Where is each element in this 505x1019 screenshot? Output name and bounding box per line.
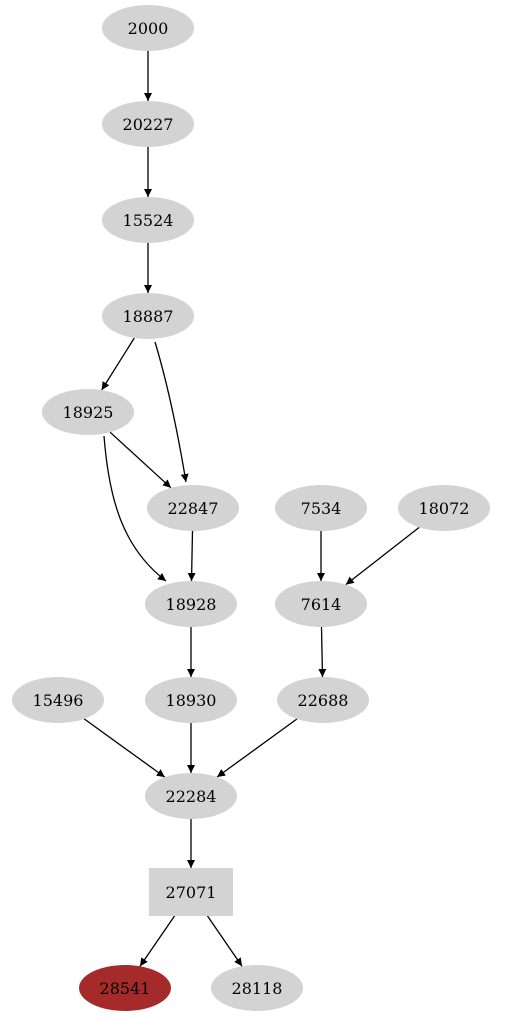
node-label-22284: 22284 <box>166 787 217 806</box>
node-shape-28541 <box>79 965 171 1011</box>
node-label-20227: 20227 <box>123 115 174 134</box>
node-shape-27071 <box>149 868 233 916</box>
edge-7614-to-22688 <box>318 626 327 678</box>
node-label-22688: 22688 <box>298 691 349 710</box>
node-7614: 7614 <box>275 581 367 627</box>
node-18925: 18925 <box>42 389 134 435</box>
node-shape-15524 <box>102 197 194 243</box>
node-27071: 27071 <box>149 868 233 916</box>
edge-22688-to-22284 <box>216 718 298 778</box>
node-shape-22847 <box>147 485 239 531</box>
node-shape-22284 <box>145 773 237 819</box>
node-label-18072: 18072 <box>419 499 470 518</box>
node-label-18928: 18928 <box>166 595 217 614</box>
edges-layer <box>83 51 420 967</box>
edge-15496-to-22284 <box>83 718 166 778</box>
node-label-7534: 7534 <box>301 499 342 518</box>
node-22688: 22688 <box>277 677 369 723</box>
node-label-15524: 15524 <box>123 211 174 230</box>
node-shape-18928 <box>145 581 237 627</box>
nodes-layer: 2000 20227 15524 18887 18925 22847 7534 18072 18… <box>12 5 490 1011</box>
node-20227: 20227 <box>102 101 194 147</box>
node-label-18887: 18887 <box>123 307 174 326</box>
node-18072: 18072 <box>398 485 490 531</box>
node-28541: 28541 <box>79 965 171 1011</box>
node-2000: 2000 <box>102 5 194 51</box>
node-shape-28118 <box>211 965 303 1011</box>
node-shape-7534 <box>275 485 367 531</box>
node-label-15496: 15496 <box>33 691 84 710</box>
node-label-27071: 27071 <box>166 883 217 902</box>
edge-18925-to-22847 <box>109 431 172 489</box>
node-shape-18930 <box>145 677 237 723</box>
node-15496: 15496 <box>12 677 104 723</box>
node-shape-20227 <box>102 101 194 147</box>
node-18887: 18887 <box>102 293 194 339</box>
node-shape-22688 <box>277 677 369 723</box>
node-label-2000: 2000 <box>128 19 169 38</box>
node-22847: 22847 <box>147 485 239 531</box>
node-label-22847: 22847 <box>168 499 219 518</box>
node-18928: 18928 <box>145 581 237 627</box>
node-shape-15496 <box>12 677 104 723</box>
node-label-18925: 18925 <box>63 403 114 422</box>
node-28118: 28118 <box>211 965 303 1011</box>
edge-27071-to-28541 <box>139 915 176 967</box>
node-15524: 15524 <box>102 197 194 243</box>
node-22284: 22284 <box>145 773 237 819</box>
node-18930: 18930 <box>145 677 237 723</box>
edge-18072-to-7614 <box>345 526 420 586</box>
edge-18887-to-22847 <box>154 341 189 483</box>
node-label-28541: 28541 <box>100 979 151 998</box>
edge-18925-to-18928 <box>103 435 167 582</box>
node-shape-2000 <box>102 5 194 51</box>
node-shape-18925 <box>42 389 134 435</box>
node-label-18930: 18930 <box>166 691 217 710</box>
edge-18887-to-18925 <box>101 337 135 391</box>
node-label-7614: 7614 <box>301 595 342 614</box>
node-shape-7614 <box>275 581 367 627</box>
node-7534: 7534 <box>275 485 367 531</box>
node-label-28118: 28118 <box>232 979 283 998</box>
edge-27071-to-28118 <box>206 915 243 967</box>
node-shape-18072 <box>398 485 490 531</box>
edge-22847-to-18928 <box>187 530 196 582</box>
node-shape-18887 <box>102 293 194 339</box>
